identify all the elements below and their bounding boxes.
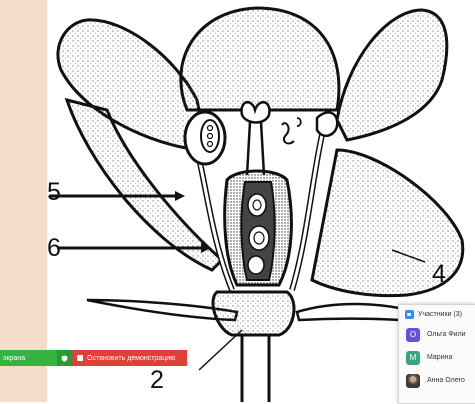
petal-right-top (337, 10, 447, 140)
stop-share-button[interactable]: Остановить демонстрацию (72, 350, 187, 366)
shield-icon (61, 355, 68, 362)
avatar-photo (406, 374, 420, 388)
receptacle (213, 292, 294, 335)
label-6: 6 (47, 236, 61, 261)
ovule-1 (248, 194, 266, 216)
participants-header[interactable]: Участники (3) (399, 305, 475, 323)
ovule-2 (249, 226, 269, 250)
label-2: 2 (150, 368, 164, 393)
avatar: О (406, 328, 420, 342)
zoom-icon (405, 310, 414, 319)
pointer-2 (199, 330, 242, 370)
style (247, 122, 264, 175)
petal-center (181, 8, 339, 110)
participant-name: Анна Олего (427, 377, 465, 384)
share-screen-label: экрана (3, 355, 25, 362)
share-options-button[interactable] (57, 350, 72, 366)
participants-panel: Участники (3) О Ольга Фили М Марина Анна… (398, 304, 475, 404)
label-5: 5 (47, 180, 61, 205)
left-background-strip (0, 0, 47, 402)
anther-right (317, 112, 337, 135)
participant-row[interactable]: О Ольга Фили (399, 323, 475, 346)
participants-title: Участники (3) (418, 311, 462, 318)
participant-row[interactable]: М Марина (399, 346, 475, 369)
label-4: 4 (432, 262, 446, 287)
share-screen-button[interactable]: экрана (0, 350, 57, 366)
stop-share-label: Остановить демонстрацию (87, 355, 175, 362)
participant-name: Марина (427, 354, 452, 361)
participant-name: Ольга Фили (427, 331, 466, 338)
avatar: М (406, 351, 420, 365)
flower-stalk (242, 335, 269, 402)
ovule-3 (248, 256, 264, 274)
stop-icon (77, 355, 83, 361)
screen-share-toolbar: экрана Остановить демонстрацию (0, 350, 187, 366)
participant-row[interactable]: Анна Олего (399, 369, 475, 392)
